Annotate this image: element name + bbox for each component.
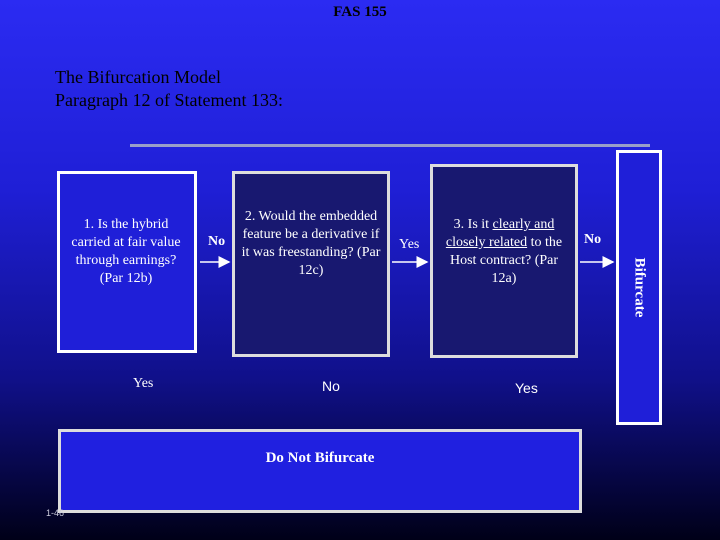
label-no-q2-down: No xyxy=(322,378,340,394)
slide-title-line-1: The Bifurcation Model xyxy=(55,67,221,87)
question-2-box xyxy=(232,171,390,357)
slide-title: The Bifurcation Model Paragraph 12 of St… xyxy=(55,66,283,112)
question-2-text: 2. Would the embedded feature be a deriv… xyxy=(241,209,381,278)
question-1-box xyxy=(57,171,197,353)
label-yes-q1-down: Yes xyxy=(133,376,154,391)
question-3-prefix: 3. Is it xyxy=(453,217,493,232)
question-3-box xyxy=(430,164,578,358)
do-not-bifurcate-box xyxy=(58,429,582,513)
label-no-q3: No xyxy=(584,232,602,247)
label-no-q1: No xyxy=(208,234,226,249)
page-number: 1-46 xyxy=(46,508,65,518)
question-3-text: 3. Is it clearly and closely related to … xyxy=(438,216,570,288)
slide-title-line-2: Paragraph 12 of Statement 133: xyxy=(55,90,283,110)
question-3-suffix: to the Host contract? (Par 12a) xyxy=(449,235,563,286)
question-1-text: 1. Is the hybrid carried at fair value t… xyxy=(71,217,181,286)
title-divider xyxy=(130,144,650,147)
label-yes-q3-down: Yes xyxy=(515,380,538,396)
question-3-underlined: clearly and closely related xyxy=(445,217,555,250)
label-yes-q2: Yes xyxy=(399,237,420,252)
slide-header: FAS 155 xyxy=(333,4,387,20)
bifurcate-box xyxy=(616,150,662,425)
do-not-bifurcate-label: Do Not Bifurcate xyxy=(265,450,375,466)
